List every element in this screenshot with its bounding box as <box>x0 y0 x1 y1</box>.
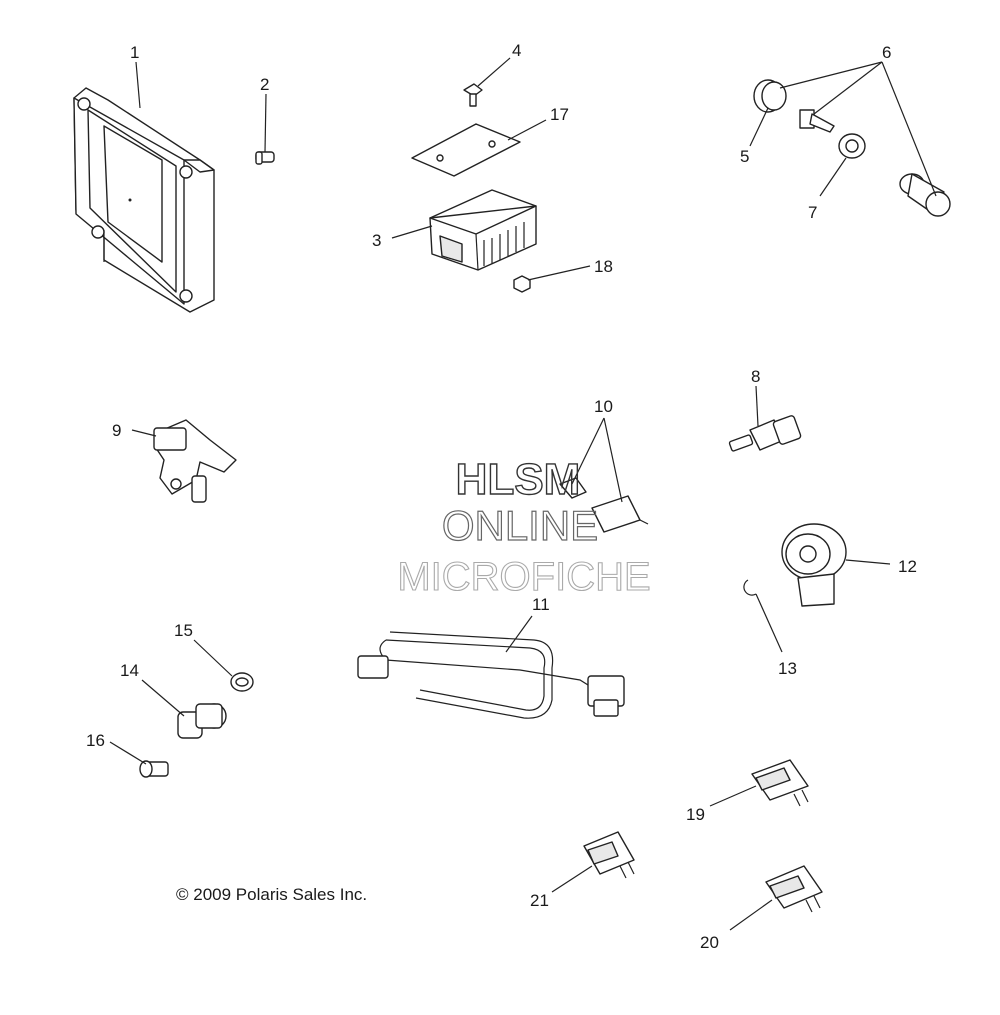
callout-11: 11 <box>532 595 550 614</box>
part-9-map-sensor <box>153 419 237 503</box>
part-2-bolt <box>255 151 275 165</box>
part-14-elbow-sensor <box>177 703 227 739</box>
callout-21: 21 <box>530 891 549 910</box>
part-18-nut <box>513 275 531 293</box>
leader-lines <box>109 57 937 931</box>
watermark-line-3: MICROFICHE <box>397 555 650 599</box>
callout-14: 14 <box>120 661 139 680</box>
part-20-switch <box>765 865 823 913</box>
callout-19: 19 <box>686 805 705 824</box>
callout-17: 17 <box>550 105 569 124</box>
part-17-gasket <box>411 123 521 177</box>
part-11-harness <box>357 631 625 719</box>
copyright-text: © 2009 Polaris Sales Inc. <box>176 885 367 904</box>
watermark-line-1: HLSM <box>456 455 581 504</box>
callout-18: 18 <box>594 257 613 276</box>
callout-5: 5 <box>740 147 749 166</box>
callout-9: 9 <box>112 421 121 440</box>
part-1-ecu <box>73 87 215 313</box>
callout-2: 2 <box>260 75 269 94</box>
part-7-grommet <box>838 133 866 159</box>
callout-12: 12 <box>898 557 917 576</box>
part-12-knock-sensor <box>781 523 847 607</box>
callout-10: 10 <box>594 397 613 416</box>
callout-7: 7 <box>808 203 817 222</box>
part-15-oring <box>230 672 254 692</box>
callout-20: 20 <box>700 933 719 952</box>
callout-1: 1 <box>130 43 139 62</box>
part-13-clip <box>743 579 757 596</box>
callout-16: 16 <box>86 731 105 750</box>
part-6-switch <box>899 173 951 217</box>
part-6-key <box>799 109 835 133</box>
callouts: 1 2 3 4 5 6 7 8 9 10 11 12 13 14 15 16 1… <box>86 41 917 952</box>
callout-13: 13 <box>778 659 797 678</box>
part-16-bolt <box>139 760 169 778</box>
watermark-line-2: ONLINE <box>442 502 598 549</box>
part-10-connectors <box>559 477 649 533</box>
part-4-screw <box>463 83 483 107</box>
part-3-regulator <box>429 189 537 271</box>
callout-3: 3 <box>372 231 381 250</box>
watermark: HLSM ONLINE MICROFICHE <box>397 454 651 599</box>
callout-8: 8 <box>751 367 760 386</box>
part-19-switch <box>751 759 809 807</box>
callout-4: 4 <box>512 41 521 60</box>
callout-6: 6 <box>882 43 891 62</box>
part-5-cap <box>753 79 787 113</box>
part-21-switch <box>583 831 635 879</box>
part-8-sensor <box>728 415 802 452</box>
callout-15: 15 <box>174 621 193 640</box>
